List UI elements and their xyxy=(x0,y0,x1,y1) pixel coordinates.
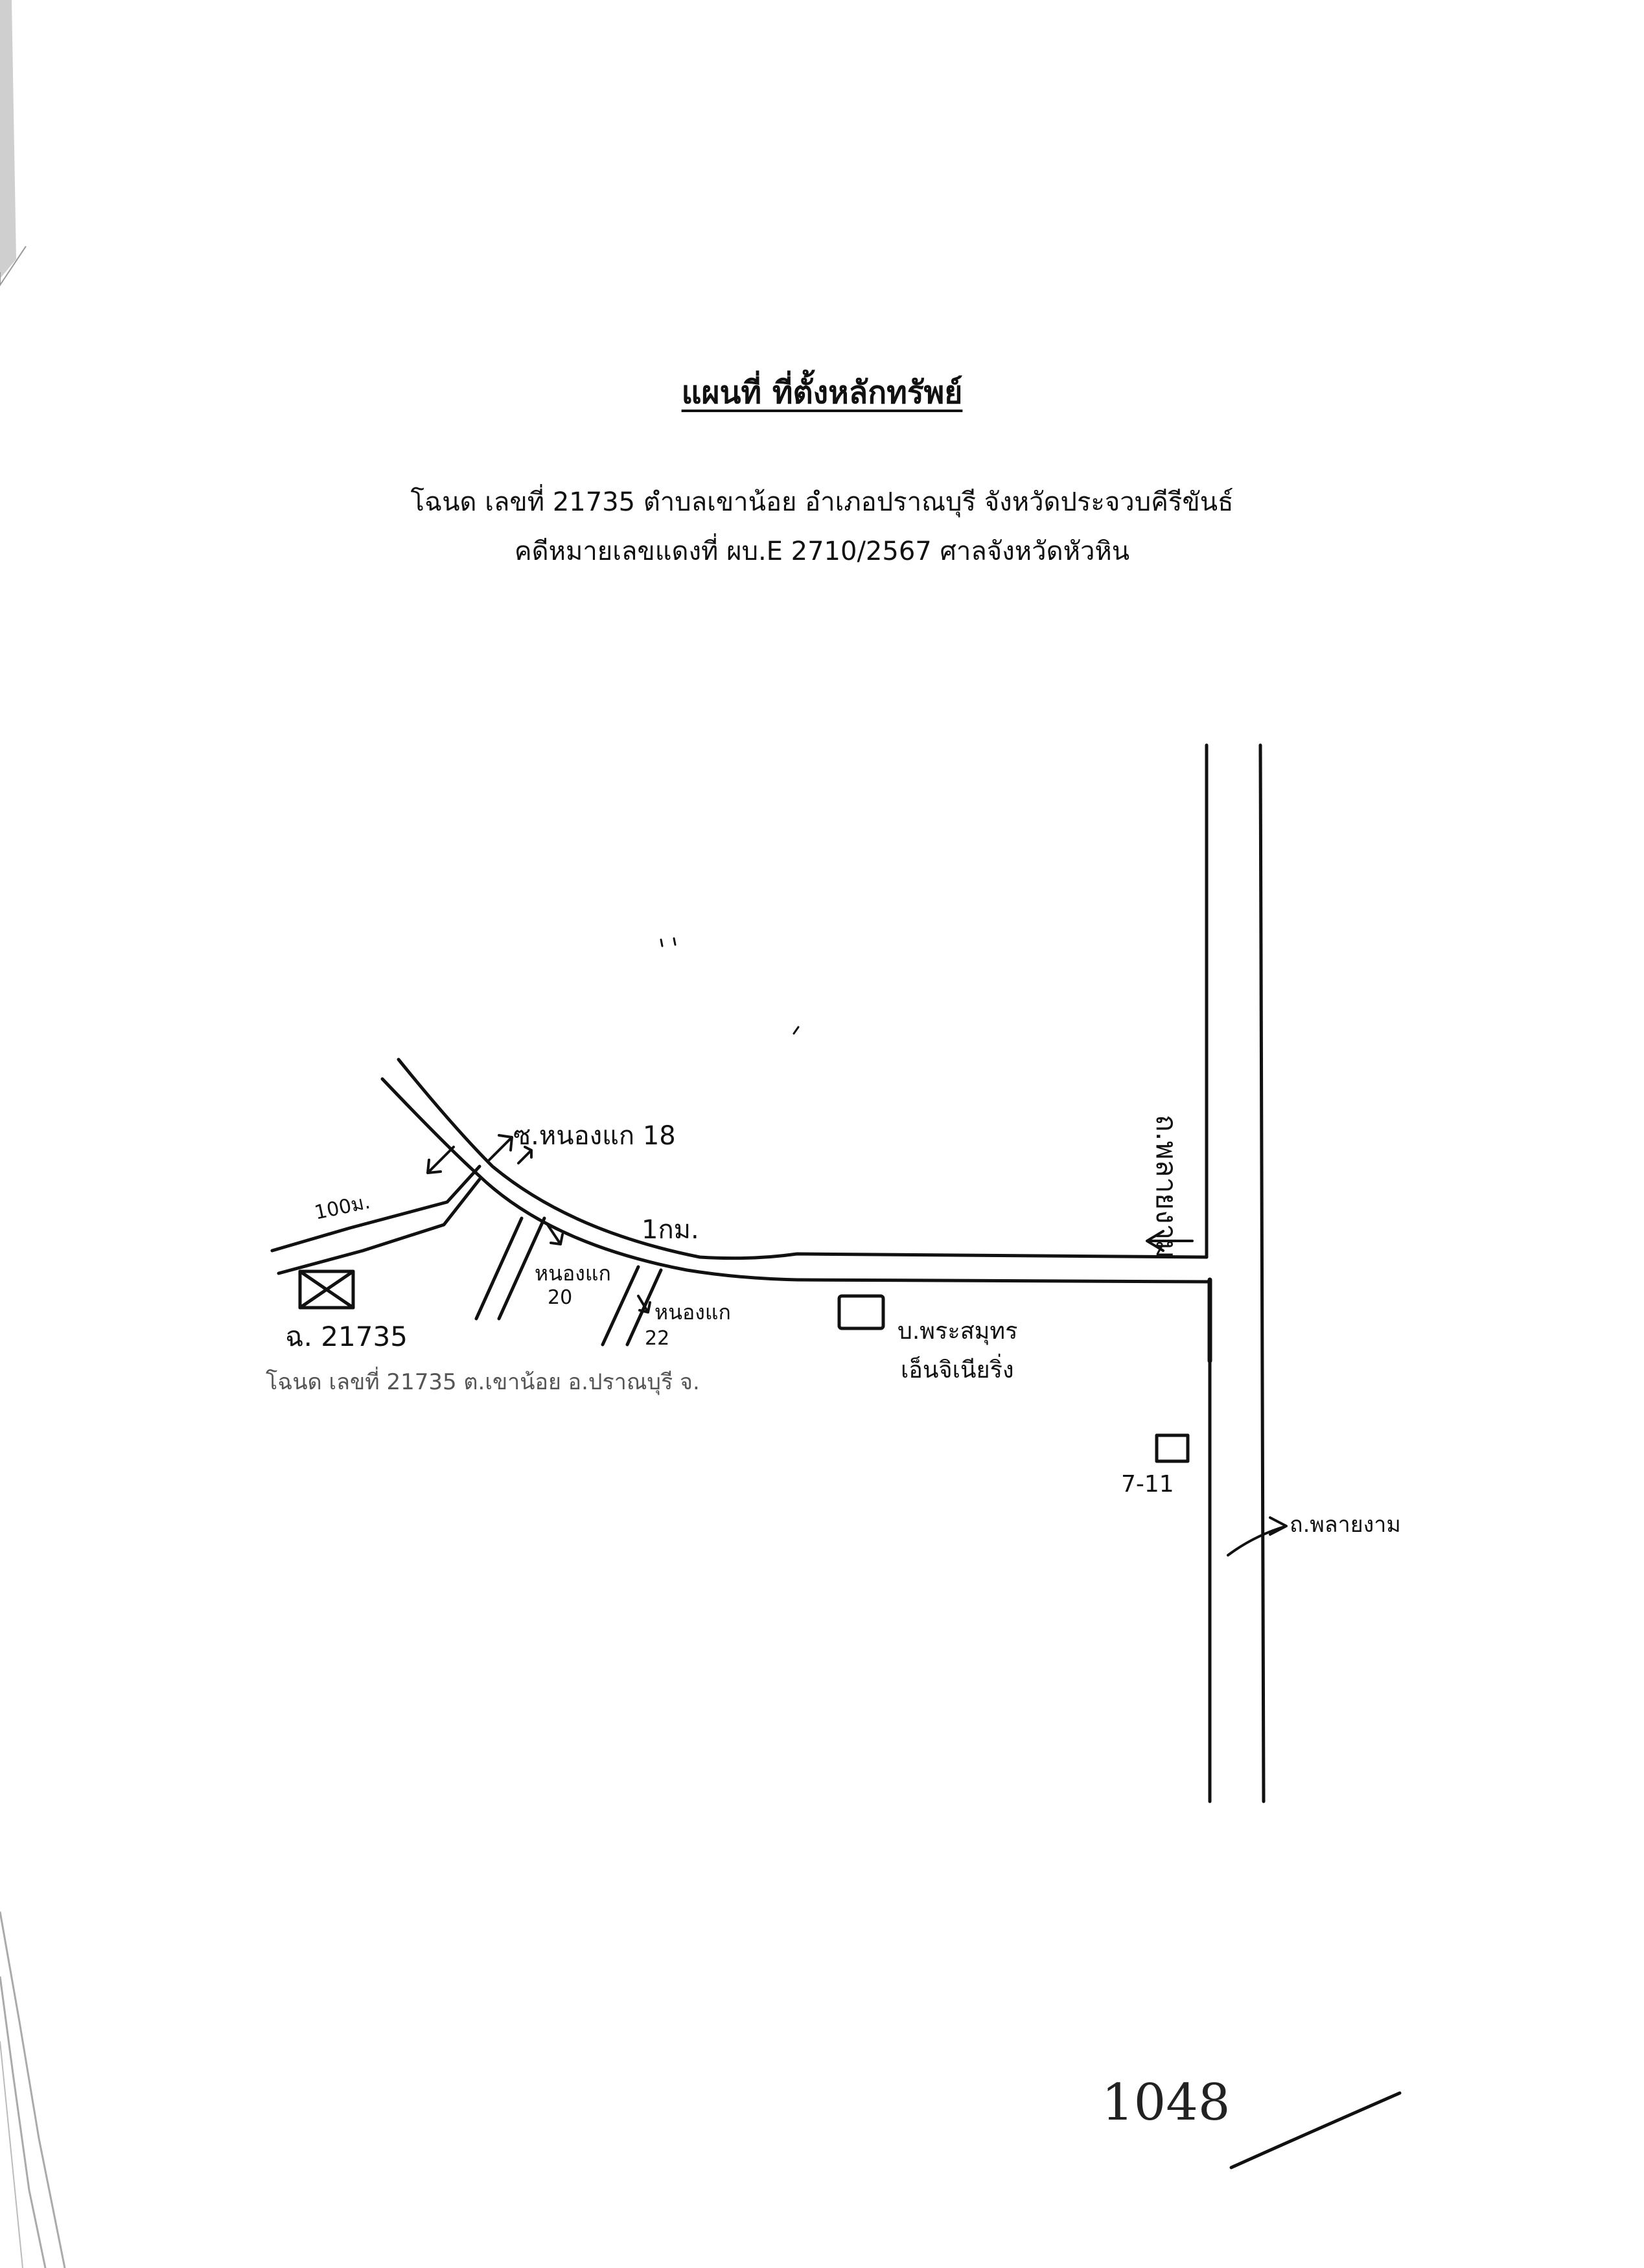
page-number: 1048 xyxy=(1102,2074,1231,2132)
company-label-line1: บ.พระสมุทร xyxy=(897,1318,1018,1345)
parcel-label: ฉ. 21735 xyxy=(285,1321,408,1352)
branch-road-upper-edge xyxy=(397,1058,1209,1260)
soi-18-label: ซ.หนองแก 18 xyxy=(513,1121,676,1151)
main-road-pointer-arrow xyxy=(1227,1516,1288,1556)
page-number-stroke xyxy=(1229,2091,1402,2170)
spur-arrow xyxy=(426,1146,455,1174)
soi-22-edge-left xyxy=(601,1265,640,1347)
map-caption: โฉนด เลขที่ 21735 ต.เขาน้อย อ.ปราณบุรี จ… xyxy=(266,1369,700,1395)
soi-18-arrow-2 xyxy=(517,1146,533,1164)
deed-line: โฉนด เลขที่ 21735 ตำบลเขาน้อย อำเภอปราณบ… xyxy=(410,487,1234,517)
soi-20-edge-right xyxy=(497,1216,546,1321)
soi-20-name-label: หนองแก xyxy=(535,1261,611,1286)
main-road-arrow-label: ถ.พลายงาม xyxy=(1290,1512,1401,1538)
case-line: คดีหมายเลขแดงที่ ผบ.E 2710/2567 ศาลจังหว… xyxy=(514,537,1130,566)
soi-20-number-label: 20 xyxy=(548,1286,573,1309)
soi-22-arrow xyxy=(637,1295,651,1313)
main-road-edge-right xyxy=(1258,743,1266,1803)
distance-1km-label: 1กม. xyxy=(642,1215,699,1245)
spur-road-upper-edge xyxy=(270,1164,481,1253)
soi-20-edge-left xyxy=(474,1216,524,1321)
soi-20-arrow xyxy=(546,1223,564,1245)
spur-road-lower-edge xyxy=(277,1177,481,1275)
branch-road-lower-edge xyxy=(380,1077,1212,1284)
company-building-symbol xyxy=(837,1294,885,1330)
turn-arrow-main xyxy=(1146,1230,1194,1252)
parcel-symbol xyxy=(298,1269,355,1310)
soi-22-number-label: 22 xyxy=(645,1327,670,1350)
company-label-line2: เอ็นจิเนียริ่ง xyxy=(901,1357,1014,1383)
stray-mark xyxy=(660,937,800,1035)
document-title: แผนที่ ที่ตั้งหลักทรัพย์ xyxy=(681,375,963,411)
soi-22-name-label: หนองแก xyxy=(654,1300,731,1325)
store-building-symbol xyxy=(1155,1433,1190,1463)
soi-18-arrow xyxy=(488,1134,513,1161)
store-label: 7-11 xyxy=(1121,1471,1174,1498)
main-road-label: ถ.พลายงาม xyxy=(1150,1115,1183,1259)
